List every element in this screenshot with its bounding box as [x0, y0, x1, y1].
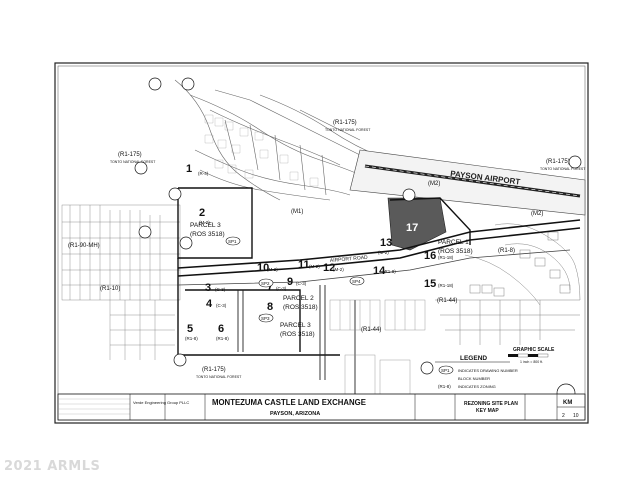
block-number: 9: [287, 276, 293, 288]
block-zone: (M-2): [267, 267, 278, 272]
zoning-label: TONTO NATIONAL FOREST: [540, 167, 586, 171]
sp-marker: SP2: [261, 281, 270, 286]
block-zone: (R1-18): [438, 283, 454, 288]
block-zone: (M-2): [309, 264, 320, 269]
sheet-total: 10: [573, 413, 579, 419]
legend-symbol: (R1-8): [438, 384, 451, 389]
block-number: 4: [206, 298, 213, 310]
parcel-label: PARCEL 3: [190, 222, 221, 229]
legend-title: LEGEND: [460, 355, 487, 362]
block-zone: (C-3): [296, 281, 307, 286]
block-number: 1: [186, 163, 192, 175]
zoning-label: TONTO NATIONAL FOREST: [196, 375, 242, 379]
block-zone: (R-4): [198, 171, 209, 176]
block-number: 15: [424, 278, 436, 290]
parcel-label: (ROS 3518): [280, 331, 315, 338]
block-number: 10: [257, 262, 269, 274]
top-subdivision-lots: [204, 114, 319, 187]
block-zone: (M-2): [199, 220, 210, 225]
parcel-label: (ROS 3518): [190, 231, 225, 238]
block-number: 12: [323, 262, 335, 274]
block-zone: (C-3): [216, 303, 227, 308]
block-zone: (R1-18): [438, 255, 454, 260]
scale-title: GRAPHIC SCALE: [513, 347, 555, 353]
zoning-label: (R1-8): [498, 248, 515, 254]
zoning-label: (R1-44): [361, 327, 381, 333]
central-lower-lots: [329, 299, 426, 396]
zoning-label: TONTO NATIONAL FOREST: [110, 160, 156, 164]
payson-airport: PAYSON AIRPORT: [349, 149, 586, 216]
sp-marker: SP1: [228, 239, 237, 244]
legend: LEGEND SP1 INDICATES DRAWING NUMBER BLOC…: [435, 355, 518, 389]
vertical-roads: [237, 285, 356, 395]
project-location: PAYSON, ARIZONA: [270, 411, 320, 417]
block-number: 13: [380, 237, 392, 249]
block-zone: (R1-8): [185, 336, 198, 341]
parcel-label: PARCEL 2: [283, 295, 314, 302]
legend-text: INDICATES DRAWING NUMBER: [458, 368, 518, 373]
block-number: 3: [205, 282, 211, 294]
zoning-label: TONTO NATIONAL FOREST: [325, 128, 371, 132]
zoning-label: (R1-175): [118, 152, 142, 158]
top-subdivision-streets: [174, 79, 391, 201]
zoning-label: (R1-10): [100, 286, 120, 292]
legend-symbol: SP1: [441, 368, 450, 373]
mls-watermark: 2021 ARMLS: [4, 459, 101, 474]
left-subdivision-lots: [61, 204, 181, 360]
zoning-label: (M2): [428, 181, 440, 187]
drawer-initials: KM: [563, 400, 572, 406]
company-name: Verde Engineering Group PLLC: [133, 400, 189, 405]
block-number: 17: [406, 222, 418, 234]
block-zone: (R1-8): [216, 336, 229, 341]
parcel-label: PARCEL 1: [438, 239, 469, 246]
title-block: Verde Engineering Group PLLC MONTEZUMA C…: [57, 393, 586, 421]
parcel-label: (ROS 3518): [438, 248, 473, 255]
sheet-border: [54, 62, 589, 424]
block-zone: (C-3): [276, 286, 287, 291]
zoning-label: (R1-175): [202, 367, 226, 373]
zoning-label: (R1-175): [333, 120, 357, 126]
block-number: 16: [424, 250, 436, 262]
graphic-scale: GRAPHIC SCALE 1 inch = 800 ft.: [508, 347, 555, 364]
block-number: 5: [187, 323, 193, 335]
block-number: 6: [218, 323, 224, 335]
sheet-number: 2: [562, 413, 565, 419]
block-zone: (M-2): [333, 267, 344, 272]
zoning-label: (M1): [291, 209, 303, 215]
legend-text: INDICATES ZONING: [458, 384, 496, 389]
block-zone: (C-3): [215, 287, 226, 292]
block-number: 7: [267, 281, 273, 293]
block-zone: (M-2): [378, 250, 389, 255]
road-label: AIRPORT ROAD: [330, 255, 369, 264]
block-number: 2: [199, 207, 205, 219]
scale-note: 1 inch = 800 ft.: [520, 360, 543, 364]
sheet-title: REZONING SITE PLAN: [464, 401, 518, 407]
parcel-label: (ROS 3518): [283, 304, 318, 311]
sp-marker: SP3: [261, 316, 270, 321]
block-zone: (R1-8): [383, 269, 396, 274]
zoning-label: (M2): [531, 211, 543, 217]
project-title: MONTEZUMA CASTLE LAND EXCHANGE: [212, 398, 366, 407]
sp-markers: SP1 SP2 SP3 SP4: [225, 236, 365, 323]
zoning-label: (R1-175): [546, 159, 570, 165]
sheet-subtitle: KEY MAP: [476, 408, 499, 414]
parcel-label: PARCEL 3: [280, 322, 311, 329]
block-number: 14: [373, 265, 386, 277]
legend-text: BLOCK NUMBER: [458, 376, 490, 381]
zoning-label: (R1-90-MH): [68, 243, 100, 249]
block-number: 8: [267, 301, 273, 313]
block-number: 11: [298, 259, 310, 271]
zoning-label: (R1-44): [437, 298, 457, 304]
sp-marker: SP4: [352, 279, 361, 284]
